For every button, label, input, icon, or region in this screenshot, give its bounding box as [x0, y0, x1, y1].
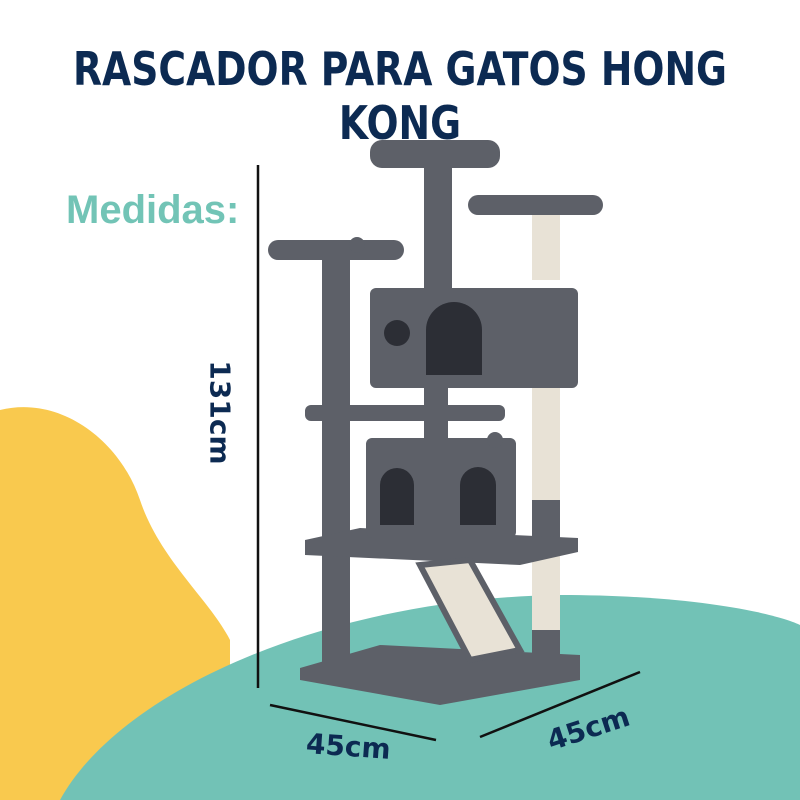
scratch-ramp: [415, 556, 525, 664]
width-line: [269, 703, 437, 742]
depth-line: [479, 670, 641, 739]
page-title: RASCADOR PARA GATOS HONG KONG: [72, 42, 728, 150]
width-dimension: 45cm: [304, 727, 392, 766]
measurements-label: Medidas:: [66, 188, 240, 232]
height-dimension: 131cm: [203, 360, 237, 465]
